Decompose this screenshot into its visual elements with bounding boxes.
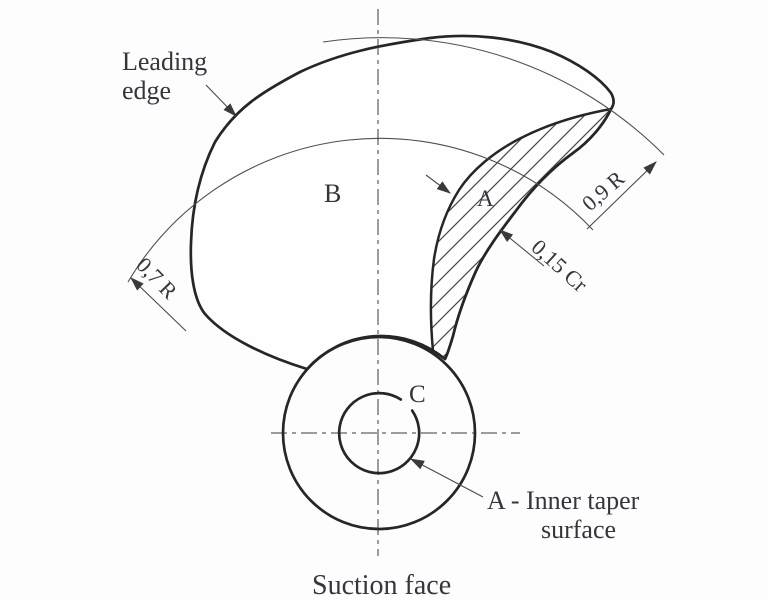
- leading-edge-label-line2: edge: [122, 76, 171, 105]
- radius-09r-arc: [322, 37, 665, 156]
- taper-a-label: A: [477, 186, 494, 211]
- caption-suction-face: Suction face: [312, 570, 451, 600]
- inner-taper-legend-line1: A - Inner taper: [487, 486, 640, 515]
- radius-07r-arc: [127, 137, 594, 283]
- inner-taper-legend-line2: surface: [541, 515, 616, 544]
- leading-edge-leader: [205, 84, 237, 117]
- hub-outer-circle: [281, 335, 477, 531]
- inner-taper-hatched-region: [429, 107, 613, 361]
- radius-07r-dimension-label: 0,7 R: [131, 252, 182, 304]
- hub-c-label: C: [409, 381, 426, 408]
- blade-face-b-label: B: [324, 179, 341, 208]
- blade-outline: [189, 34, 615, 371]
- radius-09r-dimension-label: 0,9 R: [577, 165, 630, 215]
- leading-edge-label-line1: Leading: [122, 47, 207, 76]
- radius-09r-dimension-line: [586, 161, 657, 230]
- taper-width-leader: [499, 229, 545, 267]
- hub-bore-circle: [337, 391, 421, 475]
- inner-taper-legend-leader: [409, 458, 484, 498]
- taper-a-leader: [425, 174, 451, 194]
- taper-width-dimension-label: 0,15 Cr: [527, 234, 593, 297]
- radius-07r-dimension-line: [130, 277, 187, 332]
